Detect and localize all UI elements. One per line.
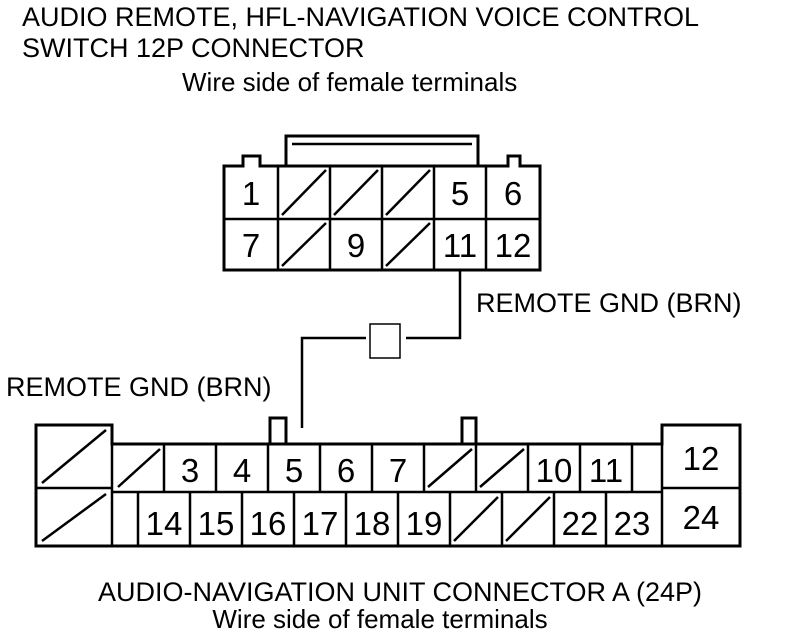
top-connector-latch	[284, 134, 480, 166]
bottom-pin-22: 22	[562, 505, 599, 542]
top-pin-5: 5	[451, 175, 469, 212]
bottom-pin-5: 5	[285, 452, 303, 489]
empty-cavity-b9	[479, 448, 525, 488]
top-pin-9: 9	[347, 227, 365, 264]
top-pin-1: 1	[242, 175, 260, 212]
bottom-pin-6: 6	[337, 452, 355, 489]
bottom-pin-24: 24	[683, 499, 720, 536]
top-connector-subtitle: Wire side of female terminals	[182, 67, 517, 97]
bottom-pin-14: 14	[146, 505, 183, 542]
bottom-pin-12: 12	[683, 440, 720, 477]
empty-cavity-10	[385, 222, 431, 267]
bottom-pin-16: 16	[250, 505, 287, 542]
bottom-pin-4: 4	[233, 452, 251, 489]
wire-label-top: REMOTE GND (BRN)	[476, 288, 742, 318]
empty-block-left-top	[41, 429, 107, 484]
bottom-pin-11: 11	[589, 452, 623, 489]
top-pin-12: 12	[495, 227, 532, 264]
empty-cavity-b8	[427, 448, 473, 488]
empty-cavity-4	[385, 169, 431, 216]
junction-connector-icon	[369, 323, 401, 359]
bottom-pin-19: 19	[406, 505, 443, 542]
wire-segment-top	[406, 270, 462, 340]
empty-cavity-b2	[117, 448, 161, 488]
top-pin-11: 11	[443, 227, 477, 264]
bottom-pin-10: 10	[536, 452, 573, 489]
empty-cavity-2	[281, 169, 327, 216]
top-connector-housing	[222, 154, 542, 272]
empty-block-left-bottom	[41, 492, 107, 543]
empty-cavity-8	[281, 222, 327, 267]
bottom-connector-latch-left	[268, 416, 288, 444]
empty-cavity-b20	[453, 496, 499, 542]
top-connector-title-line1: AUDIO REMOTE, HFL-NAVIGATION VOICE CONTR…	[22, 2, 699, 32]
wire-segment-bottom	[300, 336, 366, 428]
bottom-connector: 3 4 5 6 7 10 11 12 14 15 16 17 18 19 22 …	[34, 416, 742, 548]
bottom-pin-18: 18	[354, 505, 391, 542]
bottom-connector-latch-right	[460, 416, 478, 444]
top-pin-6: 6	[504, 175, 522, 212]
wire-label-bottom: REMOTE GND (BRN)	[6, 372, 272, 402]
empty-cavity-b21	[505, 496, 551, 542]
top-pin-7: 7	[242, 227, 260, 264]
bottom-pin-23: 23	[614, 505, 651, 542]
bottom-pin-15: 15	[198, 505, 235, 542]
remote-gnd-wire	[300, 270, 462, 428]
bottom-connector-subtitle: Wire side of female terminals	[212, 604, 547, 634]
top-connector: 1 5 6 7 9 11 12	[222, 134, 542, 272]
bottom-pin-3: 3	[181, 452, 199, 489]
bottom-connector-title: AUDIO-NAVIGATION UNIT CONNECTOR A (24P)	[98, 577, 702, 607]
bottom-pin-7: 7	[389, 452, 407, 489]
top-connector-title-line2: SWITCH 12P CONNECTOR	[22, 33, 365, 63]
bottom-pin-17: 17	[302, 505, 339, 542]
empty-cavity-3	[333, 169, 379, 216]
